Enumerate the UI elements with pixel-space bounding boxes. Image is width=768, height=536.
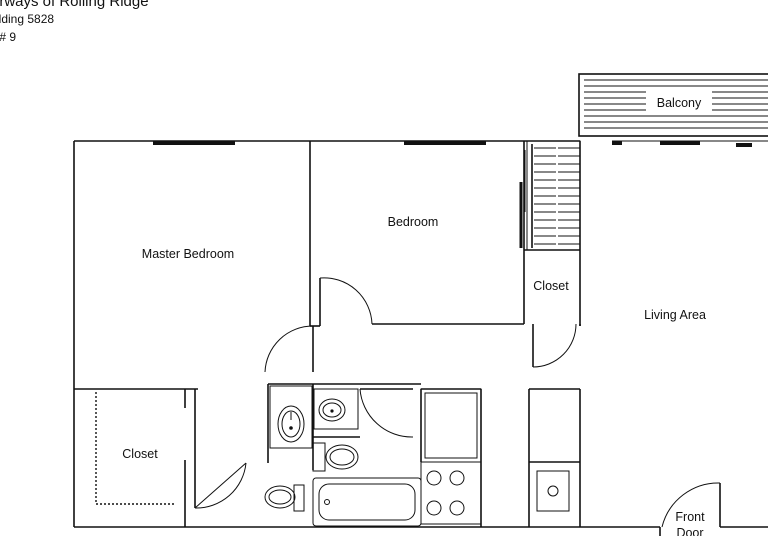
sliding-door	[519, 140, 581, 251]
bathroom-fixtures	[264, 385, 422, 527]
community-name: irways of Rolling Ridge	[0, 0, 149, 10]
hall-closet-label: Closet	[533, 279, 569, 293]
bedroom-label: Bedroom	[388, 215, 439, 229]
closet-rod	[95, 392, 175, 505]
unit-number: t# 9	[0, 30, 17, 44]
living-area-label: Living Area	[644, 308, 706, 322]
front-door-label-line1: Front	[675, 510, 705, 524]
master-bedroom-label: Master Bedroom	[142, 247, 234, 261]
doors	[194, 277, 721, 536]
master-closet-label: Closet	[122, 447, 158, 461]
front-door-label-line2: Door	[676, 526, 703, 536]
balcony-label: Balcony	[657, 96, 702, 110]
kitchen-fixtures	[420, 388, 570, 525]
building-number: ilding 5828	[0, 12, 55, 26]
balcony: Balcony	[578, 73, 768, 147]
interior-walls	[74, 141, 581, 527]
